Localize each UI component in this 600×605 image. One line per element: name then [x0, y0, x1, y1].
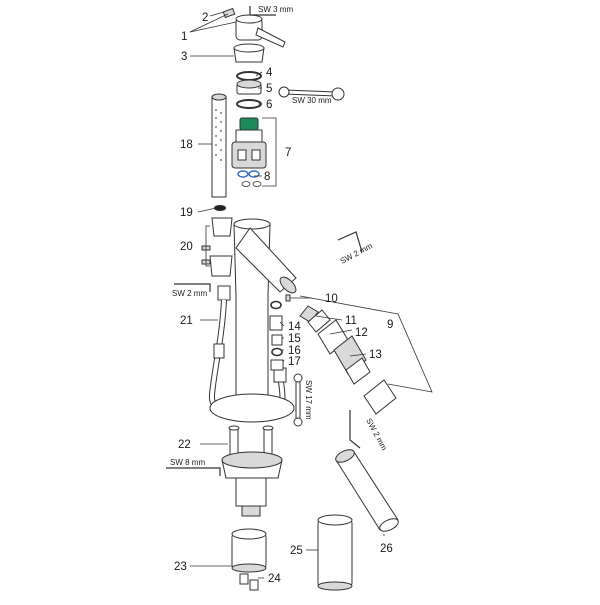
tool-size-label: SW 2 mm [364, 417, 389, 453]
part-label: 3 [181, 51, 187, 63]
allen-key-3mm-icon [249, 6, 276, 16]
wrench-17mm-icon [293, 373, 303, 427]
part-label: 1 [181, 31, 187, 43]
part-label: 6 [266, 99, 272, 111]
shower-seal [214, 205, 226, 211]
part-labels: 1 2 3 4 5 6 7 8 9 10 11 12 13 14 15 16 1… [174, 12, 393, 585]
tool-size-label: SW 30 mm [292, 96, 332, 105]
tool-size-label: SW 3 mm [258, 5, 293, 14]
shower-holder [201, 217, 233, 277]
handle-lever [235, 14, 286, 48]
part-label: 9 [387, 319, 393, 331]
part-label: 22 [178, 439, 191, 451]
tool-size-label: SW 17 mm [304, 380, 313, 420]
threaded-nut [236, 79, 262, 95]
part-label: 14 [288, 321, 301, 333]
mounting-set [221, 425, 283, 517]
spout-body [233, 218, 297, 401]
o-ring-4 [236, 71, 262, 81]
part-label: 2 [202, 12, 208, 24]
part-label: 20 [180, 241, 193, 253]
hand-shower [211, 93, 227, 198]
part-label: 5 [266, 83, 272, 95]
part-label: 17 [288, 356, 301, 368]
part-label: 4 [266, 67, 273, 79]
o-ring-6 [236, 99, 262, 109]
part-label: 10 [325, 293, 338, 305]
tool-size-label: SW 2 mm [339, 241, 375, 266]
part-label: 18 [180, 139, 193, 151]
part-label: 23 [174, 561, 187, 573]
part-label: 11 [345, 315, 357, 327]
check-valve-cartridge [335, 449, 399, 532]
part-label: 7 [285, 147, 291, 159]
tool-size-label: SW 2 mm [172, 289, 207, 298]
part-label: 16 [288, 345, 301, 357]
tool-size-label: SW 8 mm [170, 458, 205, 467]
cover-cap [233, 43, 265, 63]
extension-sleeve [317, 514, 353, 591]
part-label: 26 [380, 543, 393, 555]
part-label: 24 [268, 573, 281, 585]
part-label: 19 [180, 207, 193, 219]
part-label: 15 [288, 333, 301, 345]
allen-key-2mm-right-icon [337, 231, 363, 253]
part-label: 8 [264, 171, 270, 183]
part-label: 13 [369, 349, 382, 361]
base-plate [209, 393, 295, 423]
wrench-30mm-icon [278, 86, 345, 101]
part-label: 21 [180, 315, 193, 327]
allen-key-2mm-lower-icon [349, 410, 361, 449]
allen-key-2mm-left-icon [174, 283, 211, 292]
small-nipples [239, 573, 259, 591]
part-label: 12 [355, 327, 368, 339]
leader-lines [189, 11, 433, 579]
cartridge [231, 117, 267, 169]
cartridge-seals [237, 170, 262, 187]
diverter-parts [269, 294, 397, 415]
allen-key-8mm-icon [166, 467, 221, 476]
part-label: 25 [290, 545, 303, 557]
o-ring-14 [270, 300, 282, 310]
grub-screw [222, 7, 236, 19]
connector-sleeve [231, 528, 267, 573]
